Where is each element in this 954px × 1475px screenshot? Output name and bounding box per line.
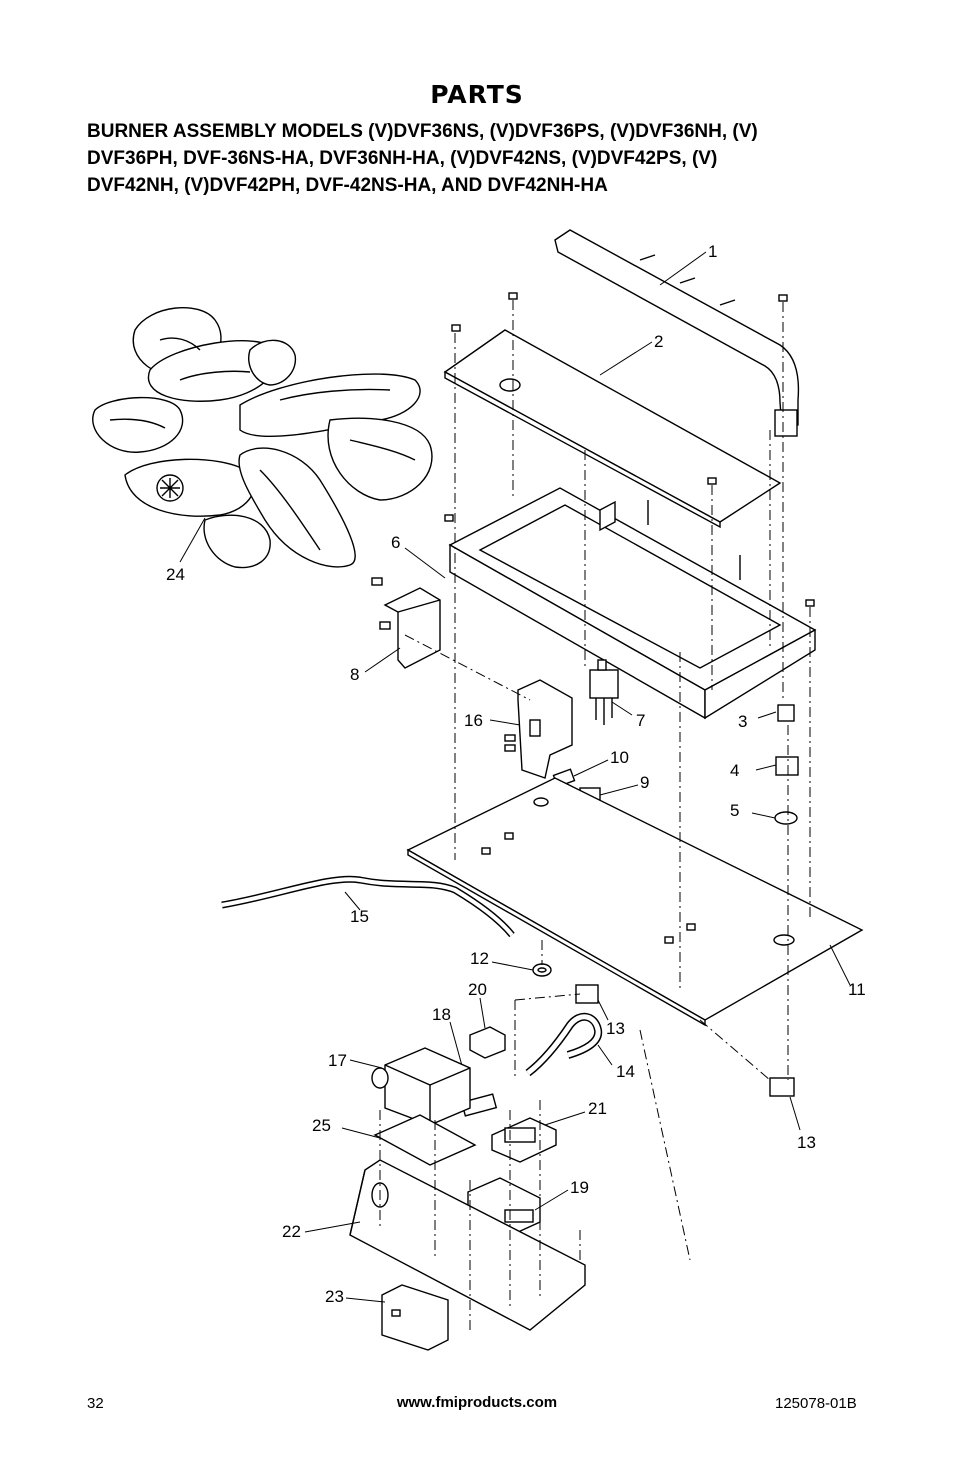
leader-14 — [597, 1044, 613, 1066]
alignment-lines — [379, 300, 811, 1330]
subtitle-line-2: DVF36PH, DVF-36NS-HA, DVF36NH-HA, (V)DVF… — [87, 148, 718, 169]
leader-15 — [344, 891, 361, 911]
pilot-mount-bracket-drawing — [504, 679, 573, 779]
callout-18: 18 — [432, 1005, 451, 1024]
leader-3 — [757, 711, 777, 719]
leader-5a — [751, 812, 776, 819]
log-set-drawing — [92, 307, 433, 569]
callout-4-right: 4 — [730, 761, 739, 780]
website-link[interactable]: www.fmiproducts.com — [396, 1394, 558, 1411]
callout-16: 16 — [464, 711, 483, 730]
callout-3: 3 — [738, 712, 747, 731]
burner-frame-drawing — [448, 487, 817, 720]
leader-8 — [364, 647, 401, 673]
right-fittings-drawing — [774, 704, 799, 825]
gas-valve-drawing — [371, 1047, 471, 1126]
callout-7: 7 — [636, 711, 645, 730]
callout-14: 14 — [616, 1062, 635, 1081]
grommet-drawing — [532, 963, 552, 977]
leader-16 — [489, 719, 521, 726]
leader-22 — [304, 1221, 361, 1233]
leader-24 — [179, 517, 206, 563]
callout-8: 8 — [350, 665, 359, 684]
callout-12: 12 — [470, 949, 489, 968]
page-title: PARTS — [430, 80, 524, 109]
page-number: 32 — [87, 1395, 104, 1412]
callout-9: 9 — [640, 773, 649, 792]
callout-6: 6 — [391, 533, 400, 552]
leader-6 — [404, 547, 446, 579]
switch-faceplate-drawing — [381, 1284, 449, 1351]
callout-13-lower: 13 — [797, 1133, 816, 1152]
leader-2 — [599, 341, 653, 376]
valve-plate-drawing — [373, 1114, 477, 1166]
callout-15: 15 — [350, 907, 369, 926]
leader-17 — [349, 1059, 383, 1069]
leader-21 — [544, 1111, 586, 1126]
leader-10 — [573, 759, 609, 777]
leader-20 — [479, 997, 486, 1029]
leader-13b — [789, 1096, 801, 1131]
callout-23: 23 — [325, 1287, 344, 1306]
callout-21: 21 — [588, 1099, 607, 1118]
pan-screws-drawing — [481, 832, 696, 944]
callout-17: 17 — [328, 1051, 347, 1070]
burner-tube-drawing — [554, 229, 800, 437]
callout-19: 19 — [570, 1178, 589, 1197]
leader-12 — [491, 961, 534, 971]
callout-25: 25 — [312, 1116, 331, 1135]
leader-1 — [659, 251, 707, 286]
leader-9 — [599, 784, 639, 796]
burner-top-plate-drawing — [443, 329, 782, 529]
exploded-parts-diagram: 24 1 2 6 8 — [92, 229, 866, 1351]
callout-22: 22 — [282, 1222, 301, 1241]
page-subtitle: BURNER ASSEMBLY MODELS (V)DVF36NS, (V)DV… — [87, 118, 867, 199]
document-number: 125078-01B — [775, 1395, 857, 1412]
pilot-assembly-drawing — [589, 659, 619, 725]
switch-drawing — [469, 1026, 506, 1059]
callout-20: 20 — [468, 980, 487, 999]
leader-23 — [345, 1297, 386, 1303]
callout-10: 10 — [610, 748, 629, 767]
callout-13-upper: 13 — [606, 1019, 625, 1038]
leader-13a — [597, 999, 609, 1021]
connector-lower-drawing — [769, 1077, 795, 1097]
leader-11 — [829, 944, 851, 986]
leader-25 — [341, 1127, 381, 1139]
callout-1: 1 — [708, 242, 717, 261]
callout-24: 24 — [166, 565, 185, 584]
subtitle-line-1: BURNER ASSEMBLY MODELS (V)DVF36NS, (V)DV… — [87, 121, 758, 142]
leader-7 — [611, 701, 633, 716]
leader-4a — [755, 764, 777, 771]
callout-5-right: 5 — [730, 801, 739, 820]
pilot-bracket-drawing — [383, 587, 441, 669]
base-pan-drawing — [406, 777, 864, 1027]
callout-11: 11 — [848, 980, 866, 999]
subtitle-line-3: DVF42NH, (V)DVF42PH, DVF-42NS-HA, AND DV… — [87, 175, 608, 196]
callout-2: 2 — [654, 332, 663, 351]
